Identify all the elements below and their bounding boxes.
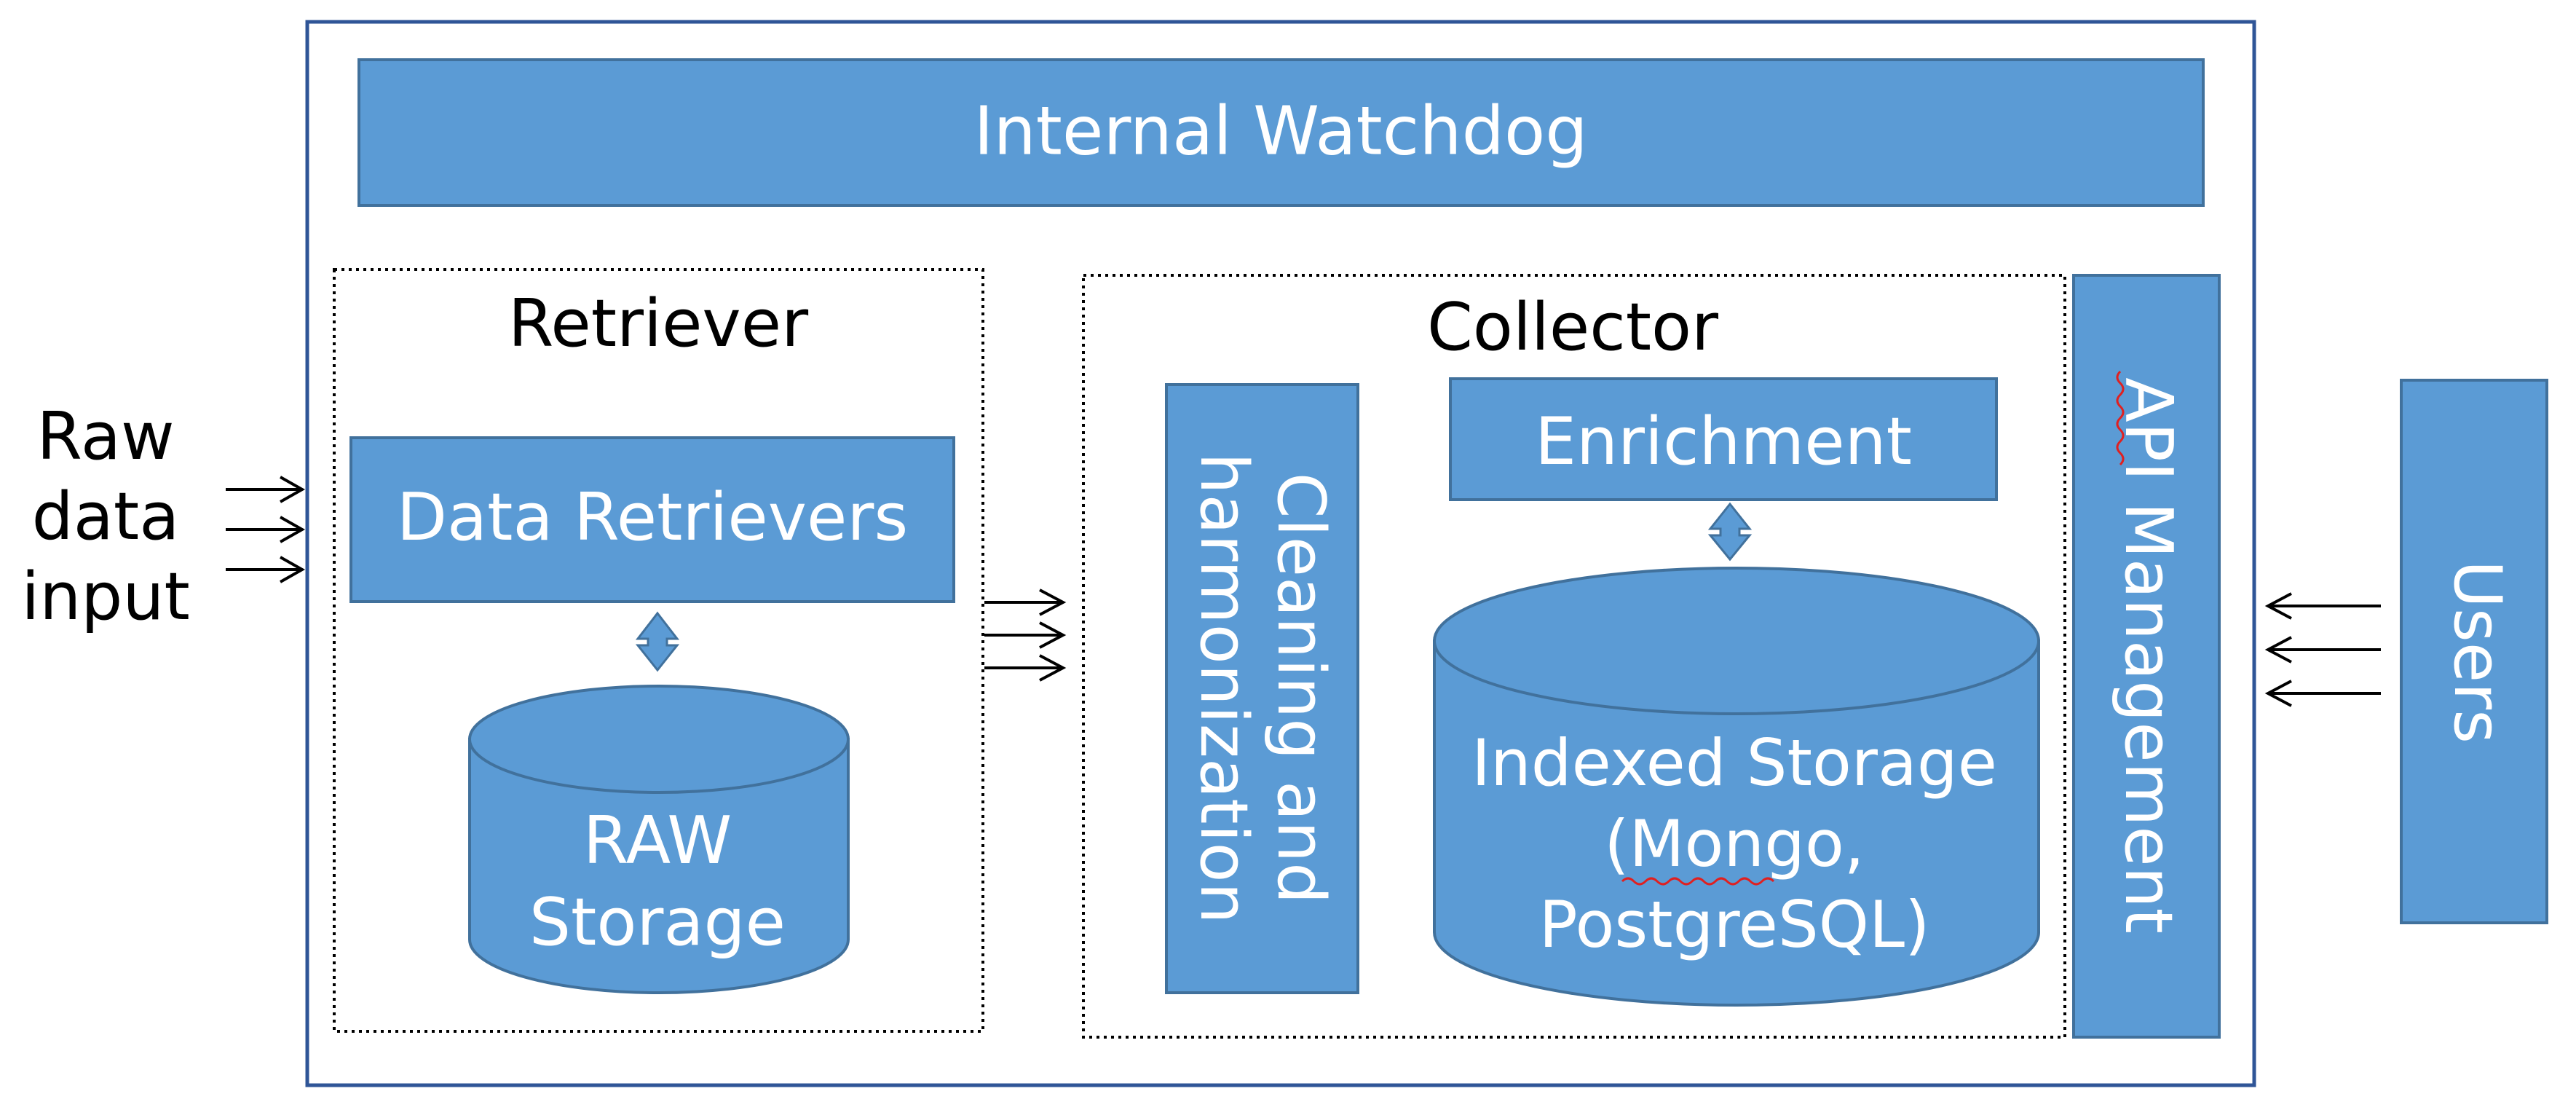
internal-watchdog-label: Internal Watchdog (973, 92, 1587, 170)
enrichment-label: Enrichment (1535, 403, 1912, 480)
input-arrows (226, 476, 306, 583)
collector-title: Collector (1427, 289, 1718, 366)
enrichment-box (1449, 377, 1998, 501)
data-retrievers-box (349, 436, 955, 603)
users-label: Users (2439, 560, 2516, 744)
indexed-storage-label-2: (Mongo, (1604, 806, 1865, 881)
spellcheck-squiggle (1621, 877, 1775, 886)
raw-storage-cylinder (468, 685, 850, 994)
indexed-storage-cylinder (1433, 567, 2040, 1007)
spellcheck-squiggle-api (2116, 370, 2125, 466)
api-management-label: API Management (2110, 377, 2186, 934)
raw-data-input-label-3: input (21, 559, 190, 635)
raw-data-input-label-2: data (32, 479, 180, 555)
api-management-box (2072, 274, 2221, 1039)
data-retrievers-label: Data Retrievers (397, 479, 909, 556)
cleaning-label-2: harmonization (1185, 452, 1262, 924)
retriever-to-collector-arrows (984, 588, 1067, 682)
retriever-title: Retriever (508, 286, 808, 362)
cleaning-label-1: Cleaning and (1263, 473, 1339, 905)
internal-watchdog-box (357, 58, 2205, 207)
collector-double-arrow (1707, 502, 1753, 562)
indexed-storage-label-1: Indexed Storage (1471, 725, 1997, 800)
raw-storage-label-1: RAW (583, 803, 732, 879)
raw-data-input-label-1: Raw (36, 398, 174, 475)
users-to-api-arrows (2264, 592, 2381, 707)
raw-storage-label-2: Storage (529, 884, 786, 961)
users-box (2400, 379, 2548, 924)
retriever-double-arrow (635, 611, 680, 672)
collector-container (1082, 274, 2066, 1039)
indexed-storage-label-3: PostgreSQL) (1539, 887, 1930, 962)
cleaning-harmonization-box (1165, 383, 1359, 994)
retriever-container (333, 268, 984, 1033)
